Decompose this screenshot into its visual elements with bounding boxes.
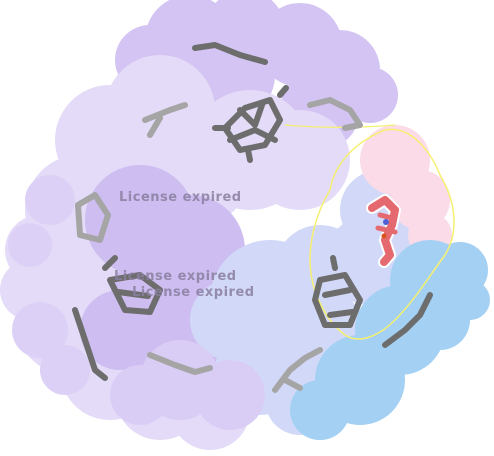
license-watermark: License expired	[119, 190, 242, 205]
heme-group-icon	[72, 42, 433, 381]
ligand-icon	[366, 194, 401, 268]
subunit-left-edge	[8, 175, 90, 395]
pocket-outline	[309, 128, 455, 340]
subunit-right	[290, 240, 490, 440]
heme-group-faded-icon	[75, 97, 363, 393]
pocket-outline-top	[284, 124, 396, 128]
license-watermark: License expired	[114, 269, 237, 284]
license-watermark: License expired	[132, 285, 255, 300]
